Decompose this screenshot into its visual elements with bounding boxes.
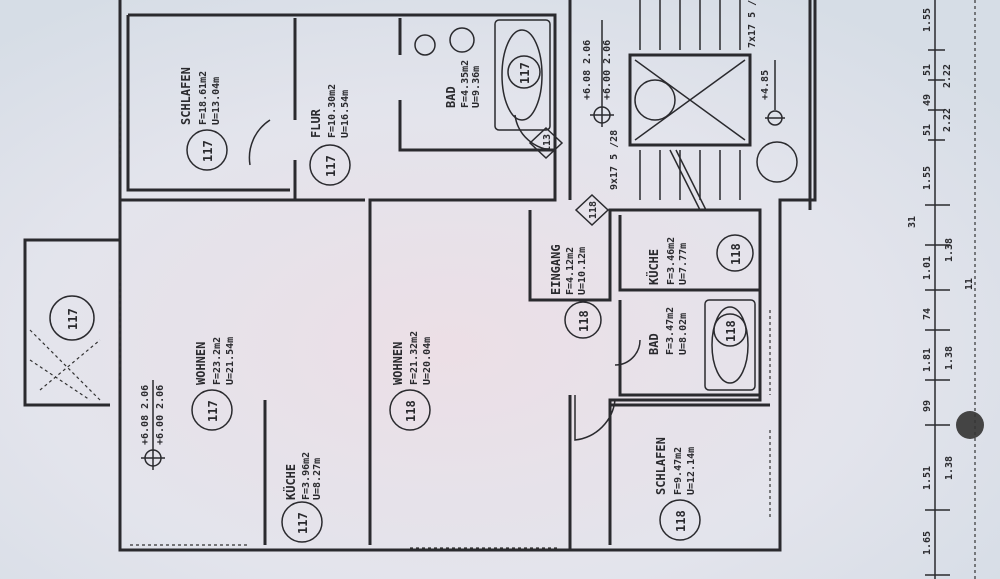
pushpin-dot	[956, 411, 984, 439]
apartment-117-bad-perimeter: U=9.36m	[471, 66, 482, 108]
apartment-118-eingang-area: F=4.12m2	[565, 247, 576, 295]
apartment-118-schlafen-area: F=9.47m2	[673, 447, 684, 495]
apartment-118-wohnen-name: WOHNEN	[391, 342, 405, 385]
dimensions-inner-1: 2.22	[942, 108, 953, 132]
apartment-117-kueche-name: KÜCHE	[283, 464, 298, 500]
apartment-118-wohnen-area: F=21.32m2	[409, 331, 420, 385]
dimensions-inner-4: 1.38	[944, 456, 955, 480]
dimensions-outer-4: 1.55	[922, 166, 933, 190]
apartment-117-flur-perimeter: U=16.54m	[340, 90, 351, 138]
apartment-117-wohnen-number: 117	[206, 400, 220, 422]
room-schlafen-117: SCHLAFEN F=18.61m2 U=13.04m 117	[179, 67, 228, 171]
landing-level: +4.85	[760, 70, 771, 100]
level-top: +6.08 2.06	[140, 385, 151, 445]
apartment-117-schlafen-area: F=18.61m2	[198, 71, 209, 125]
dimensions-inner-0: 2.22	[942, 64, 953, 88]
room-wohnen-117: WOHNEN F=23.2m2 U=21.54m 117	[191, 337, 236, 431]
level-bottom: +6.00 2.06	[155, 385, 166, 445]
dimensions-extra-1: 11	[964, 278, 975, 290]
room-kueche-118: KÜCHE F=3.46m2 U=7.77m 118	[646, 234, 754, 285]
dimensions-outer-1: 51	[922, 64, 933, 76]
dimensions-outer-2: 49	[922, 94, 933, 106]
apartment-117-bad-name: BAD	[444, 86, 458, 108]
apartment-117-flur-name: FLUR	[309, 108, 323, 138]
room-schlafen-118: SCHLAFEN F=9.47m2 U=12.14m 118	[654, 437, 701, 541]
apartment-118-schlafen-number: 118	[674, 510, 688, 532]
apartment-118-eingang-number: 118	[577, 310, 591, 332]
apartment-117-wohnen-perimeter: U=21.54m	[225, 337, 236, 385]
apartment-118-bad-name: BAD	[647, 333, 661, 355]
dimension-labels: 1.55 51 49 51 1.55 1.01 74 1.81 99 1.51 …	[907, 8, 975, 555]
apartment-117-kueche-number: 117	[296, 512, 310, 534]
door-marker-113: 113	[528, 126, 564, 160]
level-marker-117: +6.08 2.06 +6.00 2.06	[140, 380, 166, 470]
apartment-118-kueche-perimeter: U=7.77m	[678, 243, 689, 285]
level-marker-staircase: +6.08 2.06 +6.00 2.06 +4.85 9x17 5 /28 7…	[582, 0, 785, 190]
room-wohnen-118: WOHNEN F=21.32m2 U=20.04m 118	[389, 331, 433, 431]
stairs-upper-label: 7x17 5 /	[747, 0, 758, 48]
apartment-118-kueche-number: 118	[729, 243, 743, 265]
apartment-118-schlafen-name: SCHLAFEN	[654, 437, 668, 495]
apartment-117-schlafen-name: SCHLAFEN	[179, 67, 193, 125]
dimensions-outer-10: 1.65	[922, 531, 933, 555]
stairs-lower-label: 9x17 5 /28	[609, 130, 620, 190]
apartment-117-flur-number: 117	[324, 155, 338, 177]
dimensions-outer-9: 1.51	[922, 466, 933, 490]
apartment-117-bad-area: F=4.35m2	[460, 60, 471, 108]
dimensions-outer-0: 1.55	[922, 8, 933, 32]
apartment-117-door-marker: 113	[542, 134, 553, 152]
apartment-118-wohnen-perimeter: U=20.04m	[422, 337, 433, 385]
door-marker-118: 118	[588, 201, 599, 219]
dimensions-outer-8: 99	[922, 400, 933, 412]
apartment-117-kueche-area: F=3.96m2	[301, 452, 312, 500]
room-eingang-118: EINGANG F=4.12m2 U=10.12m 118 118	[549, 193, 610, 339]
stair-level-top: +6.08 2.06	[582, 40, 593, 100]
room-kueche-117: KÜCHE F=3.96m2 U=8.27m 117	[281, 452, 323, 543]
apartment-117-wohnen-name: WOHNEN	[194, 342, 208, 385]
dimensions-extra-0: 31	[907, 216, 918, 228]
apartment-118-bad-number: 118	[724, 320, 738, 342]
apartment-118-kueche-area: F=3.46m2	[666, 237, 677, 285]
dimensions-outer-6: 74	[922, 308, 933, 320]
apartment-118-wohnen-number: 118	[404, 400, 418, 422]
room-bad-118: BAD F=3.47m2 U=8.02m 118	[647, 307, 747, 355]
room-flur-117: FLUR F=10.30m2 U=16.54m 117	[309, 84, 351, 186]
apartment-118-schlafen-perimeter: U=12.14m	[686, 447, 697, 495]
apartment-117-schlafen-perimeter: U=13.04m	[211, 77, 222, 125]
room-bad-117: BAD F=4.35m2 U=9.36m 117	[444, 55, 541, 108]
apartment-118-bad-area: F=3.47m2	[665, 307, 676, 355]
apartment-118-bad-perimeter: U=8.02m	[678, 313, 689, 355]
apartment-117-bad-number: 117	[518, 62, 532, 84]
dimensions-outer-5: 1.01	[922, 256, 933, 280]
apartment-117-wohnen-area: F=23.2m2	[212, 337, 223, 385]
balcony-117: 117	[49, 295, 95, 341]
stair-level-bottom: +6.00 2.06	[602, 40, 613, 100]
dimensions-outer-7: 1.81	[922, 348, 933, 372]
walls	[23, 0, 984, 579]
dimensions-outer-3: 51	[922, 124, 933, 136]
dimensions-inner-2: 1.38	[944, 238, 955, 262]
apartment-118-kueche-name: KÜCHE	[646, 249, 661, 285]
apartment-117-kueche-perimeter: U=8.27m	[312, 458, 323, 500]
apartment-118-eingang-name: EINGANG	[549, 244, 563, 295]
apartment-117-flur-area: F=10.30m2	[327, 84, 338, 138]
apartment-118-eingang-perimeter: U=10.12m	[577, 247, 588, 295]
dimensions-inner-3: 1.38	[944, 346, 955, 370]
apartment-117-schlafen-number: 117	[201, 140, 215, 162]
apartment-117-balkon-number: 117	[66, 308, 80, 330]
